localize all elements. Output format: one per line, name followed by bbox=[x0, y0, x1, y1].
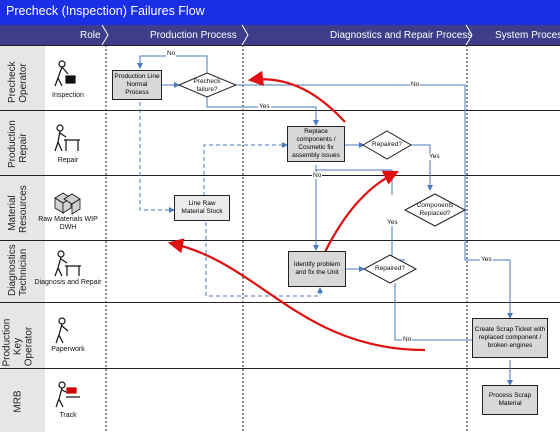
identify-problem-box: Identify problem and fix the Unit bbox=[288, 251, 346, 287]
connector-label-yes: Yes bbox=[480, 256, 493, 263]
connector-label-no: No bbox=[312, 172, 323, 179]
lane-divider bbox=[0, 110, 560, 111]
header-band bbox=[0, 25, 560, 45]
lane-divider bbox=[0, 240, 560, 241]
role-track: Track bbox=[59, 412, 77, 419]
decision-repaired-2 bbox=[362, 254, 418, 284]
lane-divider bbox=[0, 302, 560, 303]
connector-label-no: No bbox=[166, 50, 177, 57]
header-chevrons bbox=[101, 24, 473, 46]
decision-components bbox=[403, 193, 467, 227]
components-replaced-label: Components Replaced? bbox=[416, 202, 454, 217]
diagram-title: Precheck (Inspection) Failures Flow bbox=[6, 4, 205, 18]
role-raw-materials: Raw Materials WIP DWH bbox=[38, 216, 98, 231]
connector-label-yes: Yes bbox=[428, 153, 441, 160]
worker-icon bbox=[54, 60, 76, 87]
process-scrap-box: Process Scrap Material bbox=[482, 385, 538, 415]
role-repair: Repair bbox=[57, 157, 79, 164]
precheck-failed-label: Precheck failure? bbox=[193, 78, 221, 93]
production-line-box: Production Line Normal Process bbox=[112, 70, 162, 100]
repaired-1-label: Repaired? bbox=[372, 141, 402, 148]
replace-components-box: Replace components / Cosmetic fix assemb… bbox=[287, 126, 345, 162]
decision-precheck bbox=[177, 72, 238, 98]
raw-material-box: Line Raw Material Stock bbox=[174, 195, 230, 221]
role-diagnosis: Diagnosis and Repair bbox=[34, 279, 102, 286]
repair-worker-icon bbox=[54, 124, 80, 152]
column-dividers bbox=[105, 45, 468, 432]
header-production-process: Production Process bbox=[150, 30, 237, 41]
dashed-connectors bbox=[139, 102, 323, 297]
header-diagnostics: Diagnostics and Repair Process bbox=[330, 30, 473, 41]
connector-label-no: No bbox=[402, 336, 413, 343]
role-paperwork: Paperwork bbox=[51, 346, 85, 353]
connector-label-no: No bbox=[410, 81, 421, 88]
title-bar bbox=[0, 0, 560, 25]
header-role: Role bbox=[80, 30, 101, 41]
role-inspection: Inspection bbox=[52, 92, 84, 99]
lane-divider bbox=[0, 368, 560, 369]
boxes-icon bbox=[54, 192, 81, 215]
connector-label-yes: Yes bbox=[258, 103, 271, 110]
tracking-icon bbox=[55, 381, 80, 408]
technician-icon bbox=[54, 250, 81, 277]
lane-label-column bbox=[0, 45, 45, 432]
paperwork-icon bbox=[55, 317, 69, 344]
connector-label-yes: Yes bbox=[386, 219, 399, 226]
lane-divider bbox=[0, 175, 560, 176]
decision-repaired-1 bbox=[362, 130, 412, 160]
header-system: System Process bbox=[495, 30, 560, 41]
create-scrap-box: Create Scrap Ticket with replaced compon… bbox=[472, 318, 548, 358]
repaired-2-label: Repaired? bbox=[375, 265, 405, 272]
lane-divider bbox=[0, 45, 560, 46]
annotation-arrows bbox=[167, 70, 426, 352]
